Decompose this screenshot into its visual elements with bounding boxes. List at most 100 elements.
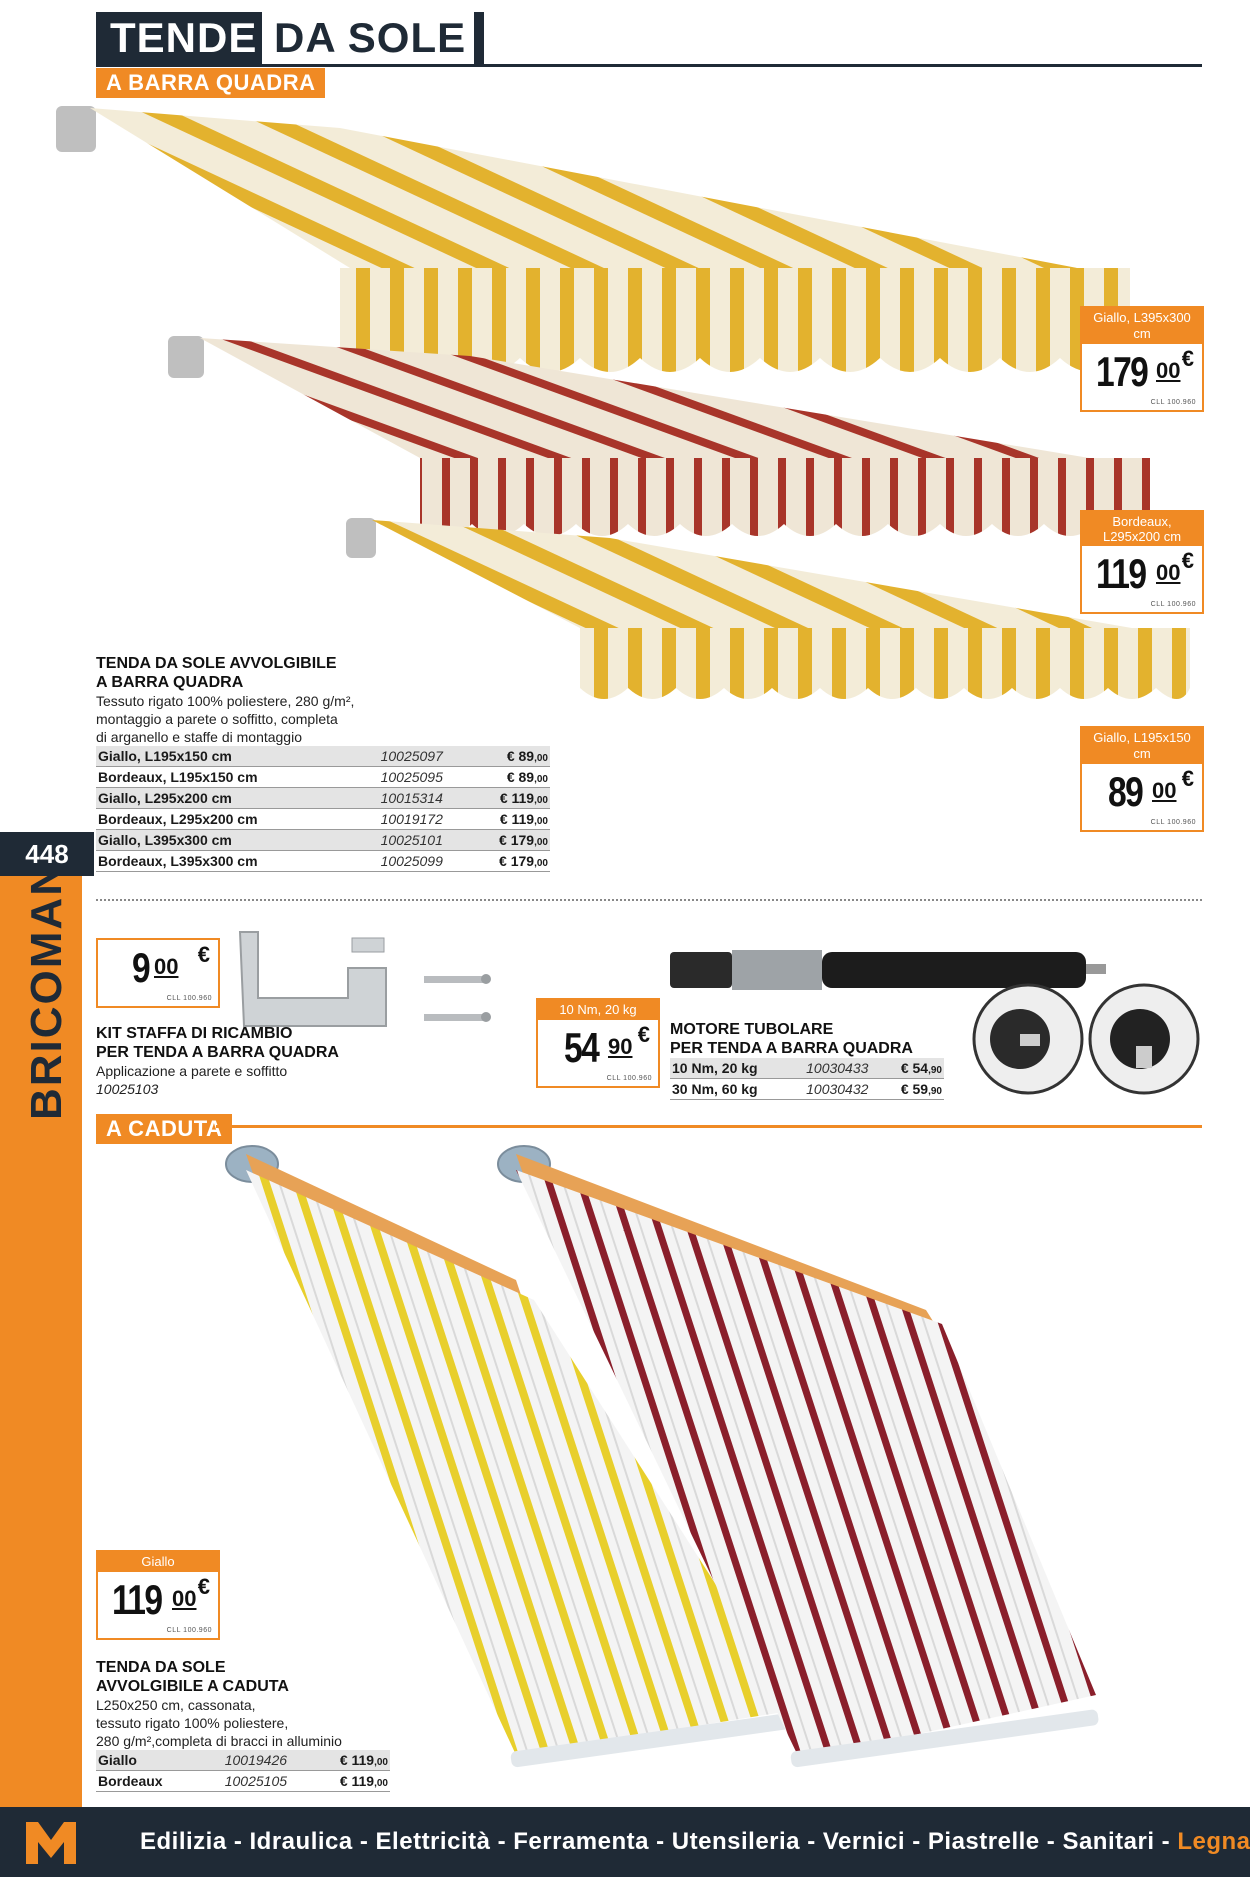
- price-tag-caduta: Giallo 119 00 € CLL 100.960: [96, 1550, 220, 1640]
- price-small: CLL 100.960: [166, 1627, 212, 1634]
- awnings-caduta-image: [225, 1145, 1099, 1768]
- table-cell: 10025101: [358, 829, 465, 851]
- price-part: € 119: [499, 790, 535, 806]
- table-cell: Bordeaux, L295x200 cm: [96, 808, 359, 830]
- product-desc-line: tessuto rigato 100% poliestere,: [96, 1715, 289, 1731]
- price-part: € 89: [506, 769, 535, 785]
- footer-bar: [0, 1807, 1250, 1877]
- kit-staffa-image: [238, 931, 491, 1027]
- table-cell: € 89,00: [464, 746, 550, 767]
- product-title: TENDA DA SOLE: [96, 1659, 226, 1676]
- divider: [96, 899, 1202, 901]
- price-tag-giallo-395: Giallo, L395x300 cm 179 00 € CLL 100.960: [1080, 306, 1204, 412]
- euro-sign: €: [197, 942, 210, 967]
- bricoman-logo-icon: [26, 1822, 76, 1864]
- table-cell: Giallo, L295x200 cm: [96, 787, 359, 809]
- table-cell: € 179,00: [464, 850, 550, 872]
- price-int: 9: [132, 944, 151, 991]
- price-tag-giallo-195: Giallo, L195x150 cm 89 00 € CLL 100.960: [1080, 726, 1204, 832]
- price-tag-kit: 9 00 € CLL 100.960: [96, 938, 220, 1008]
- price-small: CLL 100.960: [1150, 399, 1196, 406]
- footer-highlight: Legnami: [1177, 1828, 1250, 1855]
- price-small: CLL 100.960: [166, 995, 212, 1002]
- table-cell: € 59,90: [882, 1078, 944, 1100]
- price-small: CLL 100.960: [1150, 601, 1196, 608]
- price-dec: 90: [608, 1034, 633, 1059]
- euro-sign: €: [197, 1574, 210, 1599]
- price-part: € 119: [499, 811, 535, 827]
- price-part: ,00: [534, 858, 548, 869]
- awnings-barra-quadra-image: [56, 106, 1190, 699]
- price-part: ,00: [534, 753, 548, 764]
- price-int: 119: [1096, 550, 1147, 597]
- euro-sign: €: [1181, 548, 1194, 573]
- table-cell: 10 Nm, 20 kg: [670, 1058, 793, 1079]
- price-dec: 00: [1152, 778, 1177, 803]
- table-cell: Bordeaux, L195x150 cm: [96, 766, 359, 788]
- price-tag-label: Giallo, L195x150 cm: [1082, 728, 1202, 764]
- price-part: ,90: [928, 1086, 942, 1097]
- euro-sign: €: [637, 1022, 650, 1047]
- euro-sign: €: [1181, 346, 1194, 371]
- price-part: € 119: [339, 1752, 375, 1768]
- price-dec: 00: [1156, 358, 1181, 383]
- price-part: ,00: [534, 837, 548, 848]
- price-tag-label: Giallo, L395x300 cm: [1082, 308, 1202, 344]
- price-tag-label: Bordeaux, L295x200 cm: [1082, 512, 1202, 546]
- section-caduta: A CADUTA: [96, 1114, 233, 1144]
- footer-categories-text: Edilizia - Idraulica - Elettricità - Fer…: [140, 1828, 1178, 1855]
- table-cell: 30 Nm, 60 kg: [670, 1078, 793, 1100]
- price-part: € 89: [506, 748, 535, 764]
- price-part: € 54: [900, 1060, 929, 1076]
- table-cell: 10030432: [792, 1078, 883, 1100]
- price-dec: 00: [172, 1586, 197, 1611]
- product-title: PER TENDA A BARRA QUADRA: [670, 1040, 913, 1057]
- product-desc-line: 280 g/m²,completa di bracci in alluminio: [96, 1733, 342, 1749]
- price-part: ,00: [374, 1778, 388, 1789]
- table-cell: Giallo: [96, 1750, 204, 1771]
- price-part: ,00: [374, 1757, 388, 1768]
- price-part: € 119: [339, 1773, 375, 1789]
- product-code: 10025103: [96, 1081, 159, 1097]
- brand-vertical: BRICOMAN: [22, 862, 71, 1120]
- table-cell: 10015314: [358, 787, 465, 809]
- price-small: CLL 100.960: [1150, 819, 1196, 826]
- table-cell: 10025097: [358, 746, 465, 767]
- product-desc-line: Tessuto rigato 100% poliestere, 280 g/m²…: [96, 693, 355, 709]
- price-part: € 179: [499, 853, 535, 869]
- euro-sign: €: [1181, 766, 1194, 791]
- footer-categories: Edilizia - Idraulica - Elettricità - Fer…: [140, 1828, 1250, 1856]
- price-dec: 00: [1156, 560, 1181, 585]
- table-cell: € 119,00: [464, 787, 550, 809]
- price-int: 179: [1096, 348, 1149, 395]
- price-tag-label: Giallo: [98, 1552, 218, 1572]
- side-bar: [0, 832, 82, 1807]
- page-title-main: TENDE: [96, 12, 270, 64]
- product-title: KIT STAFFA DI RICAMBIO: [96, 1025, 293, 1042]
- table-cell: Giallo, L195x150 cm: [96, 746, 359, 767]
- table-cell: € 119,00: [307, 1770, 390, 1792]
- product-desc-line: montaggio a parete o soffitto, completa: [96, 711, 338, 727]
- product-title: AVVOLGIBILE A CADUTA: [96, 1678, 289, 1695]
- price-part: € 59: [900, 1081, 929, 1097]
- price-part: ,00: [534, 774, 548, 785]
- page-title-sub: DA SOLE: [262, 12, 484, 64]
- product-motore: MOTORE TUBOLARE PER TENDA A BARRA QUADRA…: [670, 1020, 950, 1100]
- price-dec: 00: [154, 954, 179, 979]
- table-cell: € 54,90: [882, 1058, 944, 1079]
- price-tag-label: 10 Nm, 20 kg: [538, 1000, 658, 1020]
- table-cell: 10019426: [203, 1750, 308, 1771]
- price-small: CLL 100.960: [606, 1075, 652, 1082]
- price-part: € 179: [499, 832, 535, 848]
- price-tag-motore: 10 Nm, 20 kg 54 90 € CLL 100.960: [536, 998, 660, 1088]
- price-int: 54: [564, 1024, 600, 1071]
